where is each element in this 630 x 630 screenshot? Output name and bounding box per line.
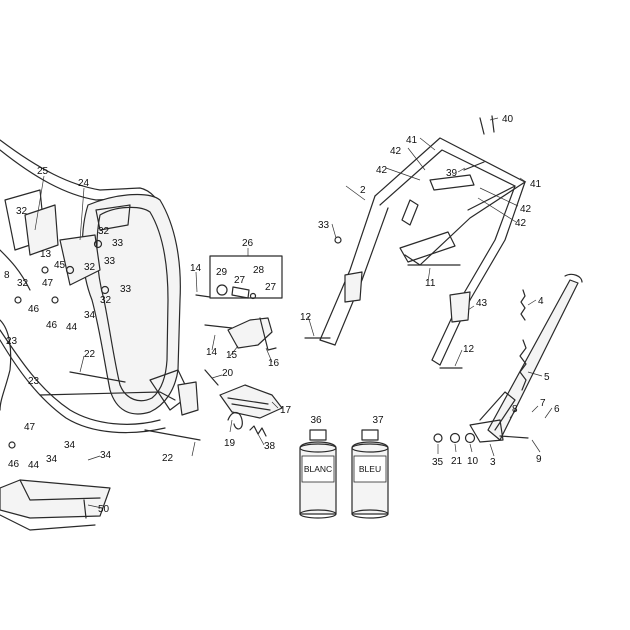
callout-46-b: 46: [46, 320, 58, 331]
callout-15: 15: [226, 350, 238, 361]
callout-46-a: 46: [28, 304, 40, 315]
spray-can-bleu: [351, 429, 389, 519]
callout-43: 43: [476, 298, 488, 309]
callout-27-a: 27: [234, 275, 246, 286]
callout-2: 2: [360, 185, 366, 196]
callout-14-a: 14: [190, 263, 202, 274]
callout-12-b: 12: [463, 344, 475, 355]
callout-24: 24: [78, 178, 90, 189]
can-label-bleu: BLEU: [359, 464, 381, 474]
callout-40: 40: [502, 114, 514, 125]
callout-42-a: 42: [390, 146, 402, 157]
callout-47-a: 47: [42, 278, 54, 289]
callout-25: 25: [37, 166, 49, 177]
callout-32-b: 32: [98, 226, 110, 237]
callout-32-e: 32: [100, 295, 112, 306]
callout-39: 39: [446, 168, 458, 179]
callout-10: 10: [467, 456, 479, 467]
callout-47-b: 47: [24, 422, 36, 433]
callout-27-b: 27: [265, 282, 277, 293]
callout-35: 35: [432, 457, 444, 468]
callout-19: 19: [224, 438, 236, 449]
callout-16: 16: [268, 358, 280, 369]
callout-20: 20: [222, 368, 234, 379]
callout-41-b: 41: [530, 179, 542, 190]
callout-44-a: 44: [66, 322, 78, 333]
callout-22-a: 22: [84, 349, 96, 360]
callout-34-b: 34: [64, 440, 76, 451]
callout-33-b: 33: [104, 256, 116, 267]
callout-22-b: 22: [162, 453, 174, 464]
callout-36: 36: [310, 415, 322, 426]
callout-23-a: 23: [6, 336, 18, 347]
callout-34-c: 34: [46, 454, 58, 465]
callout-4: 4: [538, 296, 544, 307]
callout-9: 9: [536, 454, 542, 465]
callout-45: 45: [54, 260, 66, 271]
skid-plate: [0, 479, 111, 531]
callout-32-c: 32: [84, 262, 96, 273]
callout-21: 21: [451, 456, 463, 467]
rear-subframe: [304, 115, 526, 369]
callout-34-d: 34: [100, 450, 112, 461]
callout-17: 17: [280, 405, 292, 416]
callout-33-c: 33: [120, 284, 132, 295]
callout-6: 6: [554, 404, 560, 415]
callout-41-a: 41: [406, 135, 418, 146]
callout-14-b: 14: [206, 347, 218, 358]
callout-37: 37: [372, 415, 384, 426]
callout-32-a: 32: [16, 206, 28, 217]
can-label-blanc: BLANC: [304, 464, 332, 474]
callout-42-d: 42: [515, 218, 527, 229]
callout-3: 3: [490, 457, 496, 468]
callout-34-a: 34: [84, 310, 96, 321]
callout-44-b: 44: [28, 460, 40, 471]
callout-33-d: 33: [318, 220, 330, 231]
callout-5: 5: [544, 372, 550, 383]
callout-42-c: 42: [520, 204, 532, 215]
callout-50: 50: [98, 504, 110, 515]
callout-11: 11: [425, 278, 436, 289]
callout-26: 26: [242, 238, 254, 249]
callout-13: 13: [40, 249, 52, 260]
callout-28: 28: [253, 265, 265, 276]
callout-33-a: 33: [112, 238, 124, 249]
callout-7: 7: [540, 398, 546, 409]
callout-8-a: 8: [512, 404, 518, 415]
leader-lines: [34, 117, 553, 509]
main-frame: [0, 139, 201, 449]
callout-labels: 2 3 4 5 6 7 8 8 9 10 11 12 12 13 14 14 1…: [4, 114, 560, 515]
callout-32-d: 32: [17, 278, 29, 289]
callout-42-b: 42: [376, 165, 388, 176]
side-stand: [433, 273, 583, 444]
callout-46-c: 46: [8, 459, 20, 470]
callout-29: 29: [216, 267, 228, 278]
footpeg-assembly: [195, 255, 283, 437]
callout-38: 38: [264, 441, 276, 452]
callout-23-b: 23: [28, 376, 40, 387]
callout-8-b: 8: [4, 270, 10, 281]
spray-can-blanc: [299, 429, 337, 519]
callout-12-a: 12: [300, 312, 312, 323]
